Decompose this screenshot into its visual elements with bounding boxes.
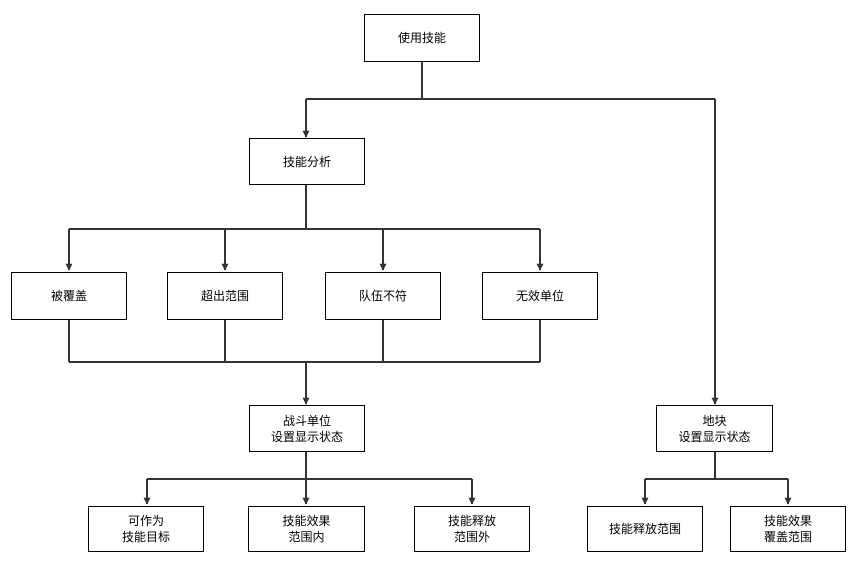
node-label-line: 可作为 <box>127 514 164 528</box>
node-label-line: 技能效果 <box>763 514 812 528</box>
node-label-line: 战斗单位 <box>282 413 331 428</box>
node-invalid-unit: 无效单位 <box>482 272 598 320</box>
node-effect-cover-range: 技能效果覆盖范围 <box>730 506 846 552</box>
node-label-line: 范围内 <box>288 530 325 544</box>
node-label-line: 技能释放 <box>447 514 496 528</box>
node-label-line: 被覆盖 <box>50 289 87 303</box>
node-out-of-range: 超出范围 <box>167 272 283 320</box>
node-out-release-range: 技能释放范围外 <box>414 506 530 552</box>
node-label-line: 技能分析 <box>282 154 331 169</box>
node-label-line: 使用技能 <box>397 31 446 45</box>
node-covered: 被覆盖 <box>11 272 127 320</box>
node-release-range: 技能释放范围 <box>587 506 703 552</box>
node-can-target: 可作为技能目标 <box>88 506 204 552</box>
node-battle-unit-state: 战斗单位设置显示状态 <box>249 405 365 452</box>
node-label-line: 技能效果 <box>282 514 331 528</box>
node-label-line: 队伍不符 <box>358 289 407 303</box>
node-label-line: 技能释放范围 <box>608 522 681 536</box>
node-team-mismatch: 队伍不符 <box>325 272 441 320</box>
node-tile-state: 地块设置显示状态 <box>656 405 773 452</box>
node-in-effect-range: 技能效果范围内 <box>248 506 365 552</box>
node-label-line: 范围外 <box>453 530 490 544</box>
node-use-skill: 使用技能 <box>364 14 480 62</box>
node-label-line: 地块 <box>702 413 727 428</box>
node-label-line: 设置显示状态 <box>678 429 751 444</box>
node-label-line: 覆盖范围 <box>763 530 812 544</box>
node-label-line: 超出范围 <box>200 289 249 303</box>
node-label-line: 无效单位 <box>515 289 564 303</box>
node-skill-analysis: 技能分析 <box>249 138 365 185</box>
node-label-line: 设置显示状态 <box>270 429 343 444</box>
node-label-line: 技能目标 <box>121 530 170 544</box>
